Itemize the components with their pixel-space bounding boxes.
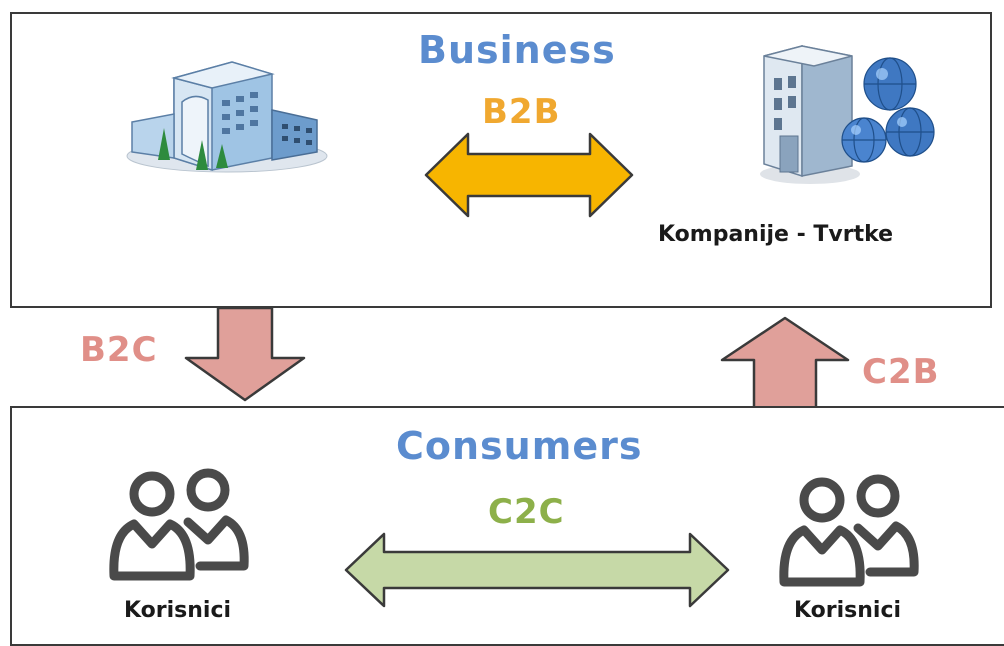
users-group-icon xyxy=(109,468,249,581)
b2b-double-arrow xyxy=(424,132,634,218)
server-globe-building-icon xyxy=(760,45,935,184)
business-title: Business xyxy=(418,28,616,72)
b2c-down-arrow xyxy=(184,306,306,402)
c2b-label: C2B xyxy=(862,352,940,392)
users-group-icon xyxy=(779,474,919,587)
consumers-title: Consumers xyxy=(396,424,643,468)
consumers-left-caption: Korisnici xyxy=(124,598,232,623)
c2c-label: C2C xyxy=(488,492,565,532)
c2c-double-arrow xyxy=(344,532,730,608)
b2b-label: B2B xyxy=(482,92,561,132)
consumers-right-caption: Korisnici xyxy=(794,598,902,623)
company-caption: Kompanije - Tvrtke xyxy=(658,222,894,247)
office-building-icon xyxy=(126,61,328,173)
b2c-label: B2C xyxy=(80,330,158,370)
c2b-up-arrow xyxy=(720,316,850,412)
